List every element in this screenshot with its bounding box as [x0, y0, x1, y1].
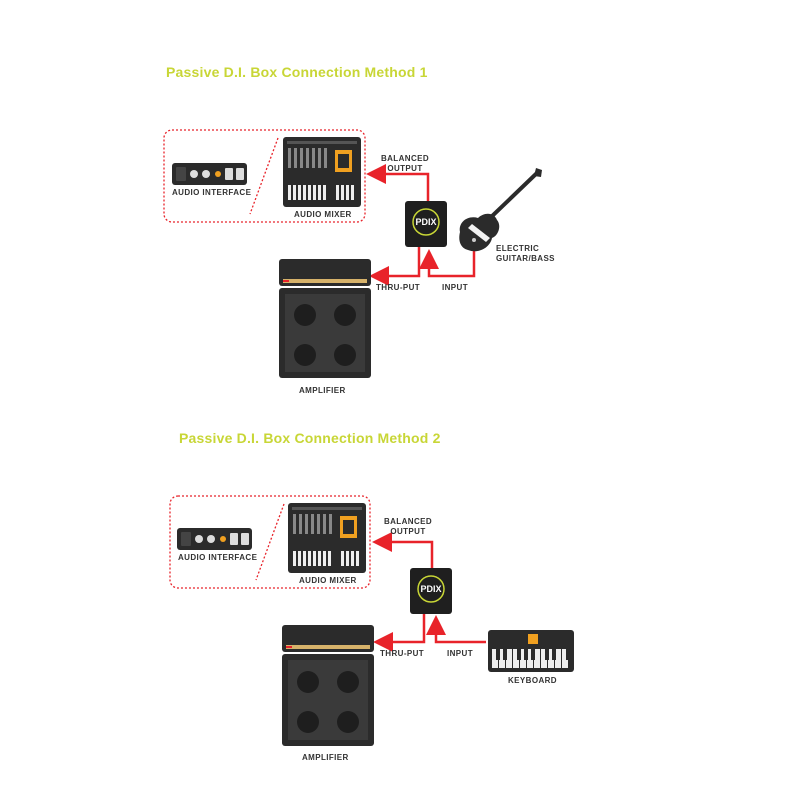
svg-text:PDIX: PDIX — [420, 584, 441, 594]
balanced-output-label-line-2: OUTPUT — [390, 527, 426, 536]
balanced-output-label-line-2: OUTPUT — [387, 164, 423, 173]
balanced-output-arrow — [366, 164, 430, 201]
electric-guitar-label-line-2: GUITAR/BASS — [496, 254, 555, 263]
electric-guitar-icon — [459, 168, 542, 252]
balanced-output-label: BALANCED OUTPUT — [378, 154, 432, 174]
input-arrow — [419, 249, 476, 278]
audio-mixer-icon — [283, 137, 361, 207]
thru-put-label: THRU-PUT — [376, 283, 421, 292]
electric-guitar-label-line-1: ELECTRIC — [496, 244, 540, 253]
thru-put-arrow — [369, 247, 421, 286]
di-box-icon: PDIX — [410, 568, 452, 614]
connection-arrows — [372, 532, 486, 652]
divider-slash — [255, 503, 285, 581]
input-label: INPUT — [442, 283, 468, 292]
diagram-title: Passive D.I. Box Connection Method 2 — [179, 430, 441, 446]
recording-devices-box — [169, 495, 371, 589]
diagram-title: Passive D.I. Box Connection Method 1 — [166, 64, 428, 80]
diagram-art: PDIX — [169, 495, 574, 746]
amplifier-label: AMPLIFIER — [302, 753, 349, 762]
diagram-method-1: Passive D.I. Box Connection Method 1 — [0, 0, 800, 395]
keyboard-icon — [488, 630, 574, 672]
divider-slash — [249, 137, 279, 215]
balanced-output-label-line-1: BALANCED — [383, 517, 433, 526]
input-arrow — [426, 615, 486, 644]
amplifier-icon — [279, 259, 371, 378]
audio-mixer-icon — [288, 503, 366, 573]
electric-guitar-label: ELECTRIC GUITAR/BASS — [496, 244, 555, 264]
svg-text:PDIX: PDIX — [415, 217, 436, 227]
audio-interface-label: AUDIO INTERFACE — [172, 188, 252, 197]
balanced-output-arrow — [372, 532, 434, 568]
di-box-icon: PDIX — [405, 201, 447, 247]
diagram-method-2: Passive D.I. Box Connection Method 2 — [0, 366, 800, 762]
audio-mixer-label: AUDIO MIXER — [294, 210, 352, 219]
audio-interface-label: AUDIO INTERFACE — [178, 553, 258, 562]
keyboard-label: KEYBOARD — [508, 676, 557, 685]
recording-devices-box — [163, 129, 366, 223]
thru-put-arrow — [373, 614, 426, 652]
balanced-output-label-line-1: BALANCED — [380, 154, 430, 163]
audio-interface-icon — [177, 528, 252, 550]
audio-interface-icon — [172, 163, 247, 185]
connection-arrows — [366, 164, 476, 286]
thru-put-label: THRU-PUT — [380, 649, 425, 658]
amplifier-icon — [282, 625, 374, 746]
input-label: INPUT — [447, 649, 473, 658]
diagram-art: PDIX — [163, 129, 542, 378]
balanced-output-label: BALANCED OUTPUT — [381, 517, 435, 537]
audio-mixer-label: AUDIO MIXER — [299, 576, 357, 585]
amplifier-label: AMPLIFIER — [299, 386, 346, 395]
